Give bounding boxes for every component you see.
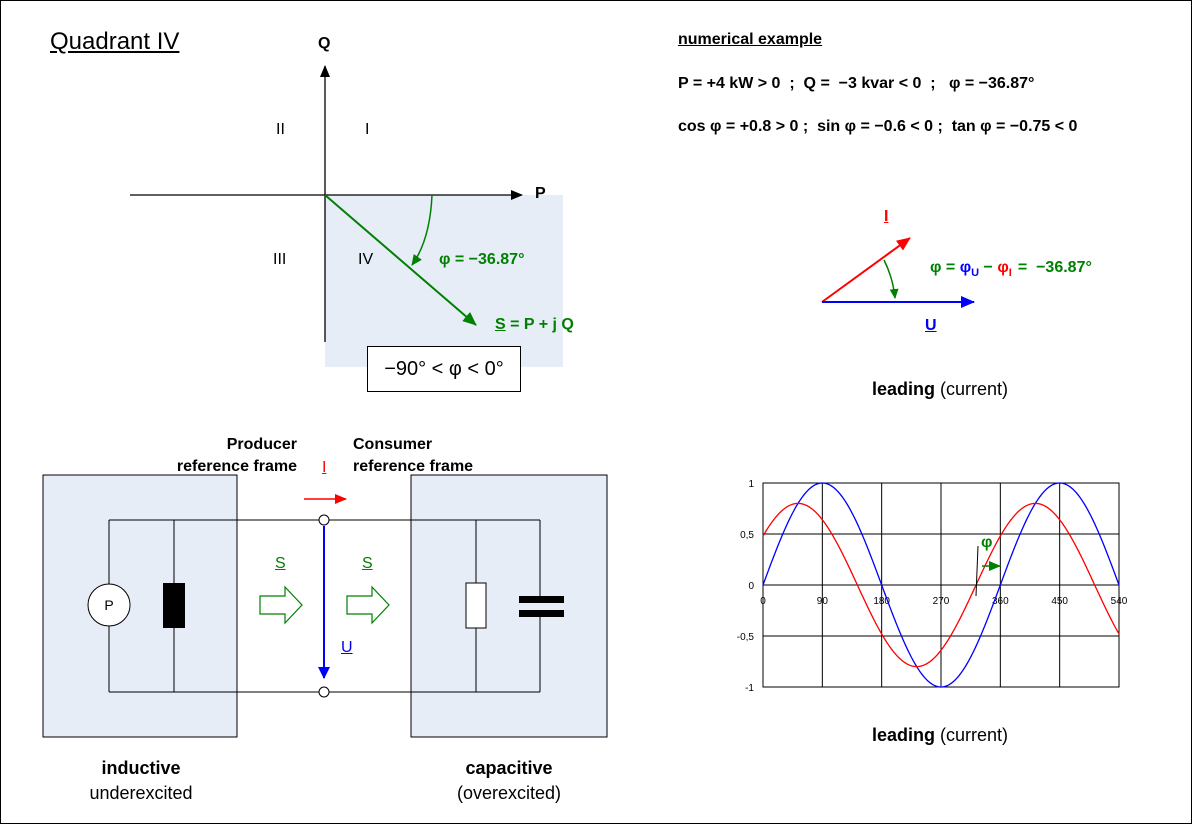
top-terminal [318,514,330,526]
chart-series-line-1 [762,482,1120,688]
circuit-current-label: I [322,459,327,476]
chart-y-tick-label: 1 [748,479,754,490]
phi-value-label: φ = −36.87° [439,251,525,268]
quadrant-diagram [130,65,563,367]
s-equation-label: S = P + j Q [495,316,574,334]
chart-y-tick-label: -0,5 [737,632,755,643]
quadrant-iii-label: III [273,251,287,268]
eq-sub-u: U [971,267,980,280]
eq-sub-i: I [1008,267,1012,280]
chart-series-line-2 [762,502,1120,668]
s-symbol: S [495,316,506,333]
power-flow-arrow-right [346,585,390,625]
quadrant-ii-label: II [276,121,285,138]
phi-range-text: −90° < φ < 0° [384,357,504,380]
bottom-terminal [318,686,330,698]
chart-series [762,482,1120,688]
consumer-reference-label: Consumer reference frame [353,434,473,478]
chart-x-tick-label: 90 [817,596,829,607]
capacitor-plate-top [519,596,564,603]
quadrant-iv-label: IV [358,251,374,268]
numerical-example-heading: numerical example [678,31,823,48]
waveform-caption: leading (current) [872,725,1008,746]
eq-value: = −36.87° [1017,259,1092,276]
inductive-subtitle: underexcited [89,783,193,803]
wave-caption-bold: leading [872,725,936,745]
consumer-box [410,474,608,738]
inductive-caption: inductive underexcited [41,756,241,806]
producer-box [42,474,238,738]
waveform-chart: 0 90 180 270 360 450 540 1 0,5 0 -0,5 -1 [737,479,1128,694]
generator-symbol [87,583,131,627]
inductor-symbol [163,583,185,628]
consumer-line-1: Consumer [353,436,433,453]
chart-x-tick-label: 450 [1051,596,1068,607]
chart-x-tick-label: 540 [1111,596,1128,607]
power-flow-arrow-left [259,585,303,625]
producer-reference-label: Producer reference frame [160,434,297,478]
inductive-title: inductive [101,758,181,778]
producer-line-1: Producer [226,436,297,453]
quadrant-i-label: I [365,121,370,138]
eq-minus: − [979,259,998,276]
quadrant-iv-highlight [325,195,563,367]
numerical-example-line-1: P = +4 kW > 0 ; Q = −3 kvar < 0 ; φ = −3… [678,75,1035,92]
q-axis-label: Q [318,35,331,52]
wave-caption-rest: (current) [935,725,1009,745]
eq-phi: φ [930,259,942,276]
ui-caption-rest: (current) [935,379,1009,399]
s-flow-label-right: S [362,555,373,572]
circuit-diagram [42,474,608,738]
eq-phi-u: φ [959,259,972,276]
numerical-example-line-2: cos φ = +0.8 > 0 ; sin φ = −0.6 < 0 ; ta… [678,118,1078,135]
chart-phi-marker-line [975,545,979,597]
ui-caption-bold: leading [872,379,936,399]
capacitor-gap [535,603,545,610]
chart-y-tick-label: 0,5 [740,530,754,541]
current-phasor [821,237,911,303]
s-expression: = P + j Q [505,316,574,333]
circuit-voltage-label: U [341,639,353,656]
capacitive-caption: capacitive (overexcited) [409,756,609,806]
p-axis-label: P [535,185,546,202]
s-flow-label-left: S [275,555,286,572]
phi-range-box: −90° < φ < 0° [367,346,521,392]
ui-phasor-caption: leading (current) [872,379,1008,400]
chart-tick-labels: 0 90 180 270 360 450 540 1 0,5 0 -0,5 -1 [737,479,1128,694]
phi-difference-equation: φ = φU − φI= −36.87° [930,259,1092,279]
chart-x-tick-label: 270 [933,596,950,607]
phi-angle-arc [411,194,433,266]
eq-equals: = [941,259,960,276]
eq-phi-i: φ [997,259,1009,276]
chart-y-tick-label: -1 [745,683,754,694]
ui-voltage-label: U [925,317,937,334]
capacitive-title: capacitive [465,758,553,778]
resistor-symbol [465,582,487,629]
ui-phasor-diagram [821,237,975,308]
ui-current-label: I [884,208,889,225]
capacitive-subtitle: (overexcited) [456,783,562,803]
chart-x-tick-label: 360 [992,596,1009,607]
chart-x-tick-label: 180 [873,596,890,607]
producer-line-2: reference frame [176,458,297,475]
generator-label: P [104,597,114,613]
chart-y-tick-label: 0 [748,581,754,592]
chart-phi-label: φ [981,534,993,551]
capacitor-plate-bottom [519,610,564,617]
ui-phi-arc [883,259,899,299]
consumer-line-2: reference frame [353,458,474,475]
chart-x-tick-label: 0 [760,596,766,607]
s-vector [324,194,477,326]
page-title: Quadrant IV [50,28,180,55]
